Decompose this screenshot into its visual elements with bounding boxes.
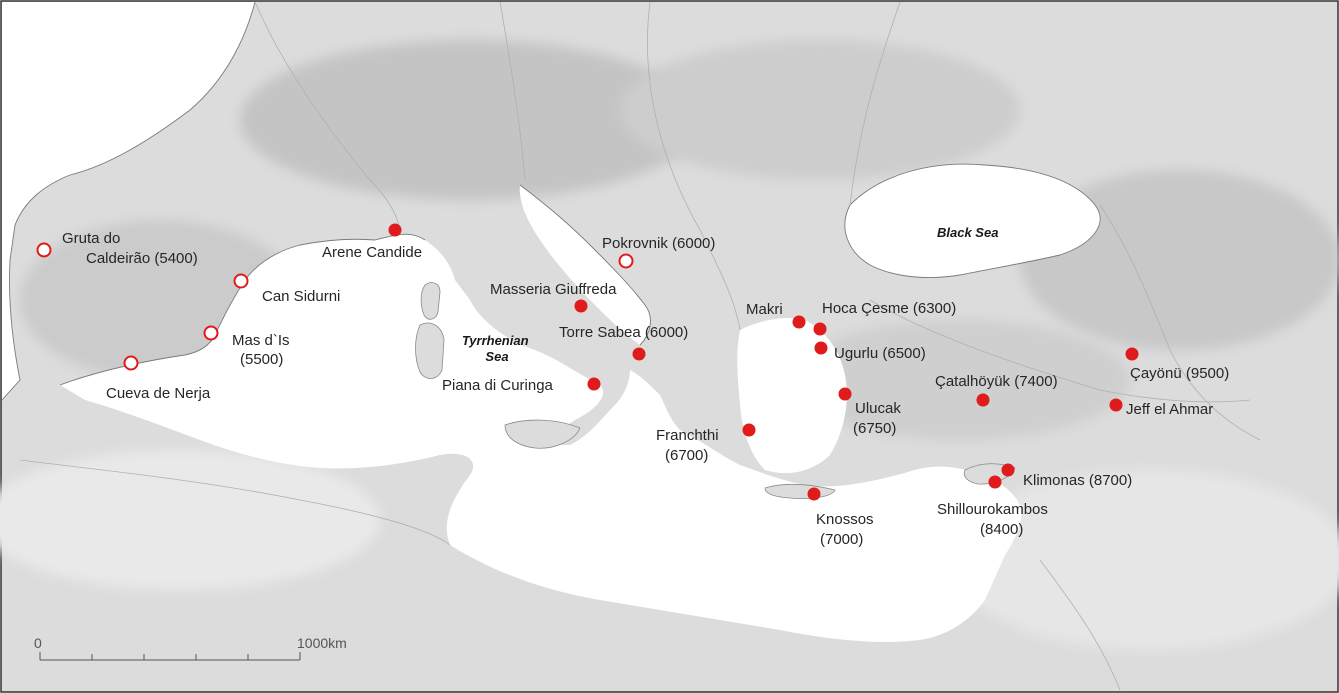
site-knossos: Knossos (7000) <box>807 487 874 548</box>
site-label-line: Ugurlu (6500) <box>834 345 926 362</box>
site-label-line: (5500) <box>240 351 283 368</box>
site-franchthi: Franchthi (6700) <box>656 423 756 464</box>
site-label-line: Knossos <box>816 511 874 528</box>
site-marker-filled <box>813 322 827 336</box>
site-label-line: (6700) <box>665 447 708 464</box>
site-ugurlu: Ugurlu (6500) <box>814 341 926 362</box>
scale-end-label: 1000km <box>297 635 347 651</box>
site-catalhoyuk: Çatalhöyük (7400) <box>935 373 1058 407</box>
site-gruta-do-caldeirao: Gruta do Caldeirão (5400) <box>36 230 198 267</box>
site-pokrovnik: Pokrovnik (6000) <box>602 235 715 269</box>
site-ulucak: Ulucak (6750) <box>838 387 901 437</box>
site-label-line: Shillourokambos <box>937 501 1048 518</box>
site-label-line: Mas d`Is <box>232 332 290 349</box>
site-label-line: Torre Sabea (6000) <box>559 324 688 341</box>
sea-label-tyrrhenian: Tyrrhenian Sea <box>462 333 532 364</box>
site-mas-d-is: Mas d`Is (5500) <box>203 325 290 368</box>
sea-label-tyrrhenian-line2: Sea <box>485 349 508 364</box>
site-label-line: Caldeirão (5400) <box>86 250 198 267</box>
atlantic-ocean <box>2 2 255 400</box>
site-piana-di-curinga: Piana di Curinga <box>442 377 601 394</box>
site-can-sidurni: Can Sidurni <box>233 273 340 305</box>
site-label-line: Klimonas (8700) <box>1023 472 1132 489</box>
adriatic-sea <box>519 185 651 345</box>
site-marker-open <box>618 253 634 269</box>
site-label-line: Hoca Çesme (6300) <box>822 300 956 317</box>
site-label-line: (6750) <box>853 420 896 437</box>
site-klimonas: Klimonas (8700) <box>1001 463 1132 489</box>
site-marker-filled <box>976 393 990 407</box>
site-marker-filled <box>792 315 806 329</box>
site-label-line: Ulucak <box>855 400 901 417</box>
site-marker-open <box>203 325 219 341</box>
site-label-line: Arene Candide <box>322 244 422 261</box>
site-marker-open <box>123 355 139 371</box>
site-label-line: Franchthi <box>656 427 719 444</box>
site-cueva-de-nerja: Cueva de Nerja <box>106 355 211 402</box>
site-label-line: Çatalhöyük (7400) <box>935 373 1058 390</box>
site-marker-filled <box>838 387 852 401</box>
aegean-sea <box>737 318 847 474</box>
site-marker-filled <box>742 423 756 437</box>
site-marker-filled <box>1125 347 1139 361</box>
black-sea <box>844 164 1101 278</box>
site-label-line: Çayönü (9500) <box>1130 365 1229 382</box>
site-marker-filled <box>587 377 601 391</box>
site-label-line: Jeff el Ahmar <box>1126 401 1213 418</box>
borders <box>19 1 1261 691</box>
site-hoca-cesme: Hoca Çesme (6300) <box>813 300 956 336</box>
site-jeff-el-ahmar: Jeff el Ahmar <box>1109 398 1213 418</box>
site-masseria-giuffreda: Masseria Giuffreda <box>490 281 617 313</box>
site-shillourokambos: Shillourokambos (8400) <box>937 475 1048 538</box>
scale-bar <box>39 652 301 661</box>
site-arene-candide: Arene Candide <box>322 223 422 261</box>
site-makri: Makri <box>746 301 806 329</box>
site-label-line: Makri <box>746 301 783 318</box>
site-label-line: (8400) <box>980 521 1023 538</box>
site-marker-filled <box>1001 463 1015 477</box>
site-label-line: Masseria Giuffreda <box>490 281 617 298</box>
site-marker-open <box>36 242 52 258</box>
site-marker-filled <box>1109 398 1123 412</box>
site-cayonu: Çayönü (9500) <box>1125 347 1229 382</box>
site-label-line: Pokrovnik (6000) <box>602 235 715 252</box>
site-label-line: Can Sidurni <box>262 288 340 305</box>
site-label-line: Cueva de Nerja <box>106 385 211 402</box>
site-marker-filled <box>632 347 646 361</box>
site-marker-filled <box>814 341 828 355</box>
site-marker-filled <box>988 475 1002 489</box>
site-marker-filled <box>388 223 402 237</box>
sea-label-tyrrhenian-line1: Tyrrhenian <box>462 333 529 348</box>
site-label-line: Piana di Curinga <box>442 377 554 394</box>
sea-label-black-sea: Black Sea <box>937 225 998 240</box>
site-label-line: Gruta do <box>62 230 120 247</box>
site-marker-filled <box>807 487 821 501</box>
scale-start-label: 0 <box>34 635 42 651</box>
site-marker-open <box>233 273 249 289</box>
site-label-line: (7000) <box>820 531 863 548</box>
site-marker-filled <box>574 299 588 313</box>
site-torre-sabea: Torre Sabea (6000) <box>559 324 688 361</box>
